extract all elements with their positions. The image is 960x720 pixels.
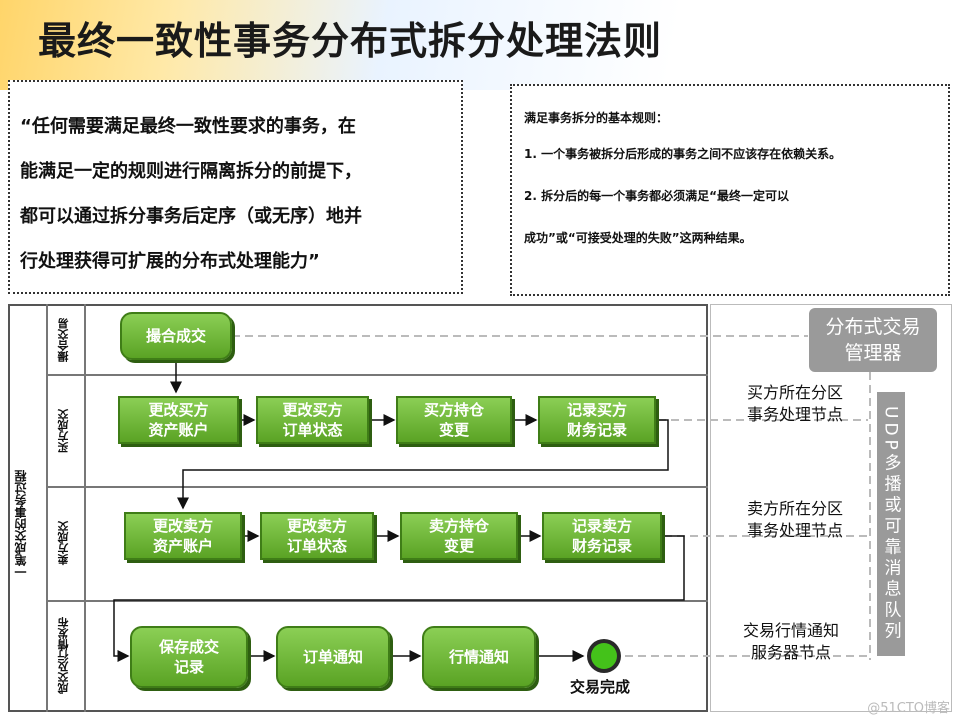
box-label: 变更 (443, 537, 474, 555)
quote-box: “任何需要满足最终一致性要求的事务，在 能满足一定的规则进行隔离拆分的前提下， … (8, 80, 463, 294)
seller-node-label: 卖方所在分区 事务处理节点 (730, 498, 860, 542)
box-label: 订单状态 (286, 537, 347, 555)
box-label: 更改买方 (148, 401, 209, 419)
rules-heading: 满足事务拆分的基本规则： (524, 111, 669, 125)
manager-label: 管理器 (844, 342, 902, 364)
box-buyer-finance: 记录买方 财务记录 (538, 396, 656, 444)
page-title: 最终一致性事务分布式拆分处理法则 (38, 19, 663, 63)
box-label: 行情通知 (448, 648, 509, 666)
box-label: 更改买方 (282, 401, 343, 419)
node-label-line: 卖方所在分区 (746, 499, 843, 518)
box-order-notify: 订单通知 (276, 626, 390, 688)
quote-line: 能满足一定的规则进行隔离拆分的前提下， (20, 161, 362, 182)
box-label: 变更 (438, 421, 469, 439)
lane-divider (48, 486, 708, 488)
node-label-line: 买方所在分区 (746, 383, 843, 402)
swimlane-outer-label-column (8, 304, 48, 712)
box-seller-asset: 更改卖方 资产账户 (124, 512, 242, 560)
quote-line: 都可以通过拆分事务后定序（或无序）地并 (20, 206, 362, 227)
node-label-line: 事务处理节点 (746, 521, 843, 540)
done-circle-inner (591, 643, 617, 669)
box-label: 记录卖方 (571, 517, 632, 535)
flow-arrow (113, 535, 685, 662)
node-panel (710, 304, 952, 712)
box-label: 资产账户 (148, 421, 209, 439)
box-buyer-order: 更改买方 订单状态 (256, 396, 369, 444)
box-label: 财务记录 (571, 537, 632, 555)
flow-arrow (177, 419, 669, 510)
box-label: 订单状态 (282, 421, 343, 439)
node-label-line: 交易行情通知 (742, 621, 839, 640)
box-label: 更改卖方 (286, 517, 347, 535)
rule-2-part-a: 2. 拆分后的每一个事务都必须满足“最终一定可以 (524, 189, 789, 203)
box-buyer-position: 买方持仓 变更 (396, 396, 512, 444)
box-label: 卖方持仓 (428, 517, 489, 535)
box-label: 财务记录 (566, 421, 627, 439)
distributed-transaction-manager: 分布式交易 管理器 (809, 308, 937, 372)
watermark: @51CTO博客 (867, 701, 950, 716)
udp-multicast-queue: UDP多播或可靠消息队列 (877, 392, 905, 656)
rule-2-part-b: 成功”或“可接受处理的失败”这两种结果。 (524, 231, 752, 245)
box-label: 记录 (173, 658, 204, 676)
rules-box: 满足事务拆分的基本规则： 1. 一个事务被拆分后形成的事务之间不应该存在依赖关系… (510, 84, 950, 296)
buyer-node-label: 买方所在分区 事务处理节点 (730, 382, 860, 426)
box-buyer-asset: 更改买方 资产账户 (118, 396, 239, 444)
udp-label: UDP多播或可靠消息队列 (880, 405, 901, 643)
notify-node-label: 交易行情通知 服务器节点 (716, 620, 866, 664)
quote-line: 行处理获得可扩展的分布式处理能力” (20, 251, 320, 272)
box-seller-order: 更改卖方 订单状态 (260, 512, 374, 560)
lane-divider (48, 374, 708, 376)
node-label-line: 服务器节点 (750, 643, 831, 662)
box-label: 保存成交 (158, 638, 219, 656)
box-label: 记录买方 (566, 401, 627, 419)
title-background (0, 0, 960, 90)
box-market-notify: 行情通知 (422, 626, 536, 688)
box-label: 订单通知 (302, 648, 363, 666)
box-seller-finance: 记录卖方 财务记录 (542, 512, 662, 560)
box-seller-position: 卖方持仓 变更 (400, 512, 518, 560)
box-label: 买方持仓 (423, 401, 484, 419)
box-match-trade: 撮合成交 (120, 312, 232, 360)
manager-label: 分布式交易 (825, 316, 921, 338)
box-label: 更改卖方 (152, 517, 213, 535)
quote-line: “任何需要满足最终一致性要求的事务，在 (20, 116, 356, 137)
box-label: 撮合成交 (145, 327, 206, 345)
box-label: 资产账户 (152, 537, 213, 555)
rule-1: 1. 一个事务被拆分后形成的事务之间不应该存在依赖关系。 (524, 147, 842, 161)
lane-label-column (48, 304, 86, 712)
lane-divider (48, 600, 708, 602)
done-label: 交易完成 (570, 678, 631, 696)
node-label-line: 事务处理节点 (746, 405, 843, 424)
box-save-record: 保存成交 记录 (130, 626, 248, 688)
